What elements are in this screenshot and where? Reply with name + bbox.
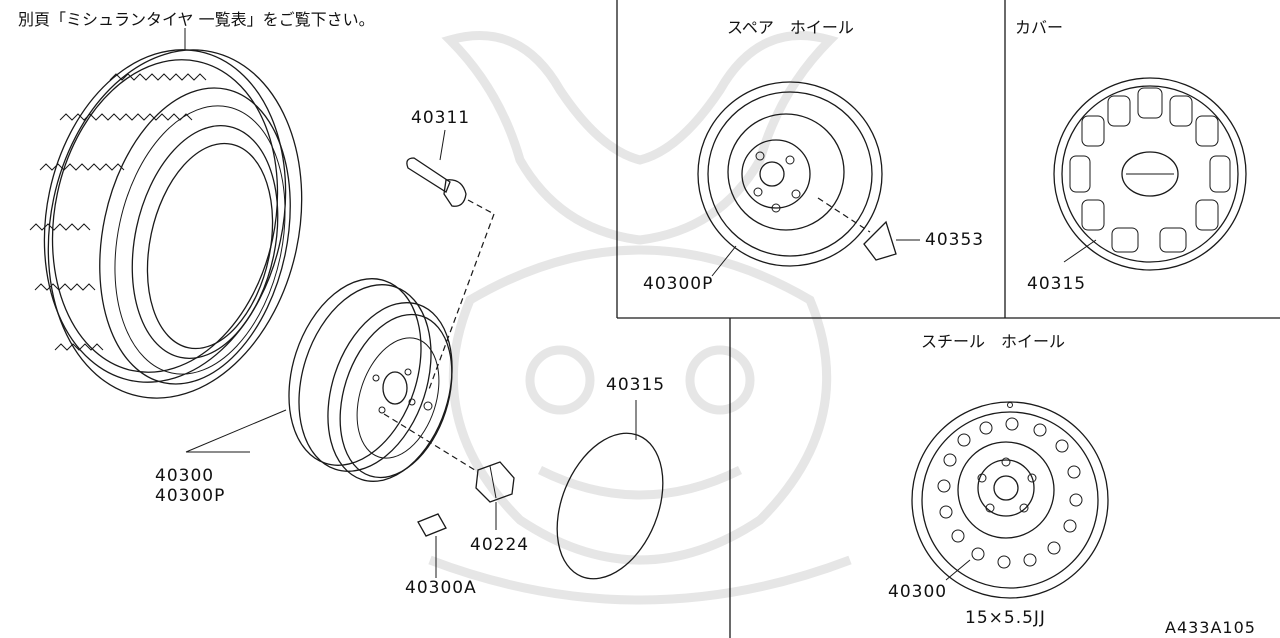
steel-wheel-vent-holes — [937, 417, 1083, 569]
part-label-cover[interactable]: 40315 — [1027, 274, 1087, 294]
watermark-crest — [428, 31, 852, 605]
catalog-note: 別頁「ミシュランタイヤ 一覧表」をご覧下さい。 — [18, 10, 375, 29]
part-label-wheel-p[interactable]: 40300P — [155, 486, 226, 506]
tire-illustration — [29, 28, 303, 399]
nut-illustration — [383, 413, 515, 530]
spare-wheel-header: スペア ホイール — [727, 18, 854, 37]
part-label-nut[interactable]: 40224 — [470, 535, 530, 555]
diagram-code: A433A105 — [1165, 618, 1256, 637]
wheel-cover-illustration — [1053, 77, 1247, 271]
part-label-weight[interactable]: 40300A — [405, 578, 477, 598]
hub-cap-illustration — [556, 400, 664, 580]
part-label-spare-label[interactable]: 40353 — [925, 230, 985, 250]
spare-wheel-illustration — [697, 81, 920, 277]
valve-illustration — [406, 129, 495, 393]
panel-frames — [616, 0, 1280, 638]
part-label-cap[interactable]: 40315 — [606, 375, 666, 395]
part-label-spare-wheel[interactable]: 40300P — [643, 274, 714, 294]
steel-wheel-illustration — [911, 401, 1109, 599]
part-label-valve[interactable]: 40311 — [411, 108, 471, 128]
steel-wheel-header: スチール ホイール — [921, 332, 1066, 351]
part-label-steel-wheel[interactable]: 40300 — [888, 582, 948, 602]
wheel-illustration — [288, 278, 453, 482]
wheel-leader — [185, 409, 287, 453]
part-label-wheel[interactable]: 40300 — [155, 466, 215, 486]
balance-weight-illustration — [417, 513, 447, 578]
cover-header: カバー — [1015, 18, 1064, 37]
wheel-size: 15×5.5JJ — [965, 608, 1046, 628]
